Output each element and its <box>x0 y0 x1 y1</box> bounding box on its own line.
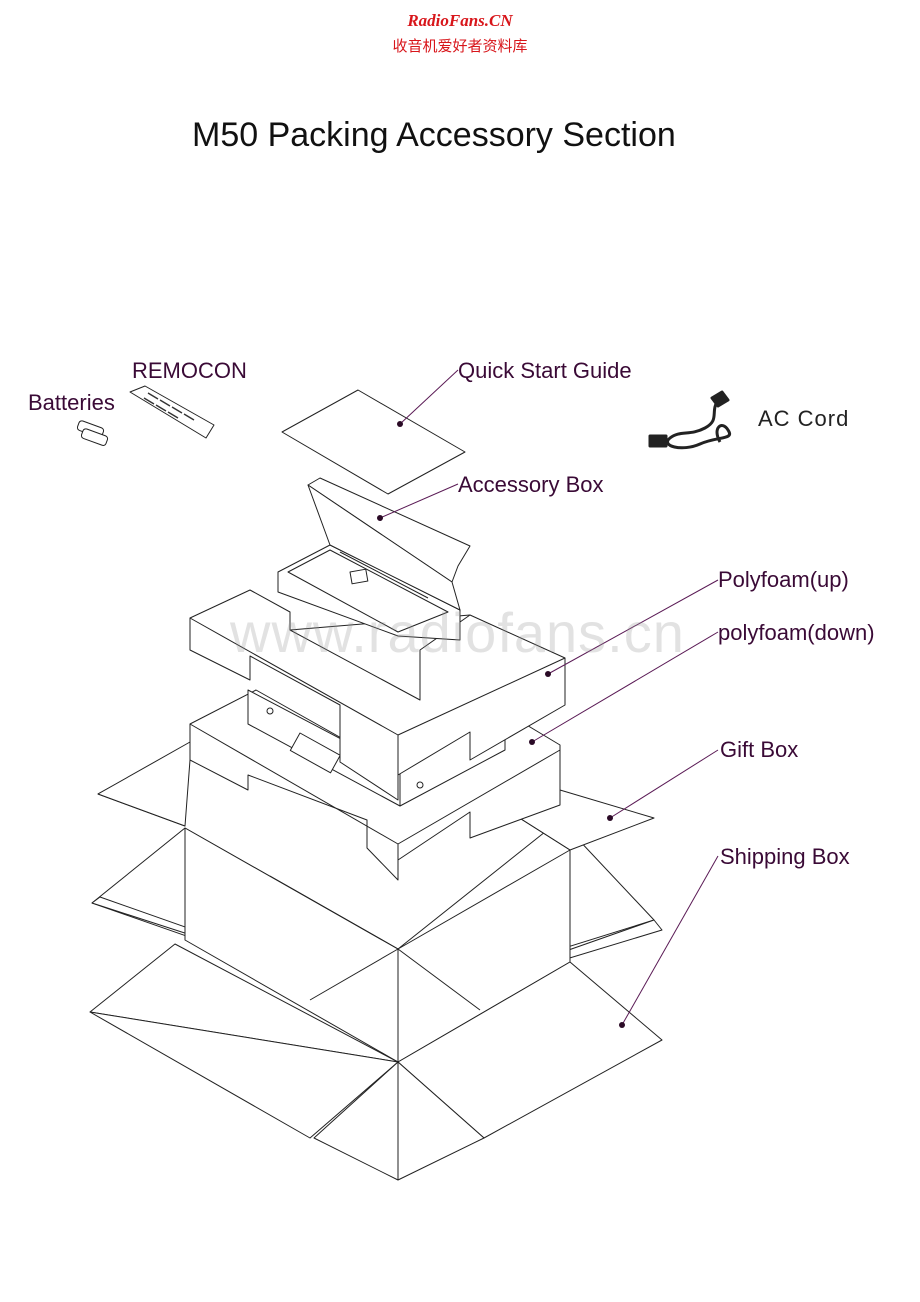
leader-lines <box>379 369 719 1026</box>
page-title: M50 Packing Accessory Section <box>192 116 676 154</box>
shipping-box <box>89 745 663 1181</box>
label-accessory-box: Accessory Box <box>458 472 604 497</box>
watermark-center: www.radiofans.cn <box>230 601 685 664</box>
label-shipping-box: Shipping Box <box>720 844 850 869</box>
label-quick-start-guide: Quick Start Guide <box>458 358 632 383</box>
label-gift-box: Gift Box <box>720 737 799 762</box>
watermark-subtitle: 收音机爱好者资料库 <box>392 37 528 55</box>
watermark-site: RadioFans.CN <box>407 11 513 30</box>
label-ac-cord: AC Cord <box>758 406 850 431</box>
quick-start-guide <box>281 389 466 495</box>
label-remocon: REMOCON <box>132 358 247 383</box>
ac-cord-icon <box>648 390 732 450</box>
leader-dots <box>377 421 625 1028</box>
remocon-icon <box>129 385 215 439</box>
label-polyfoam-up: Polyfoam(up) <box>718 567 849 592</box>
accessory-box <box>277 477 471 641</box>
label-batteries: Batteries <box>28 390 115 415</box>
label-polyfoam-down: polyfoam(down) <box>718 620 875 645</box>
polyfoam-up <box>189 589 566 801</box>
batteries-icon <box>76 420 109 446</box>
